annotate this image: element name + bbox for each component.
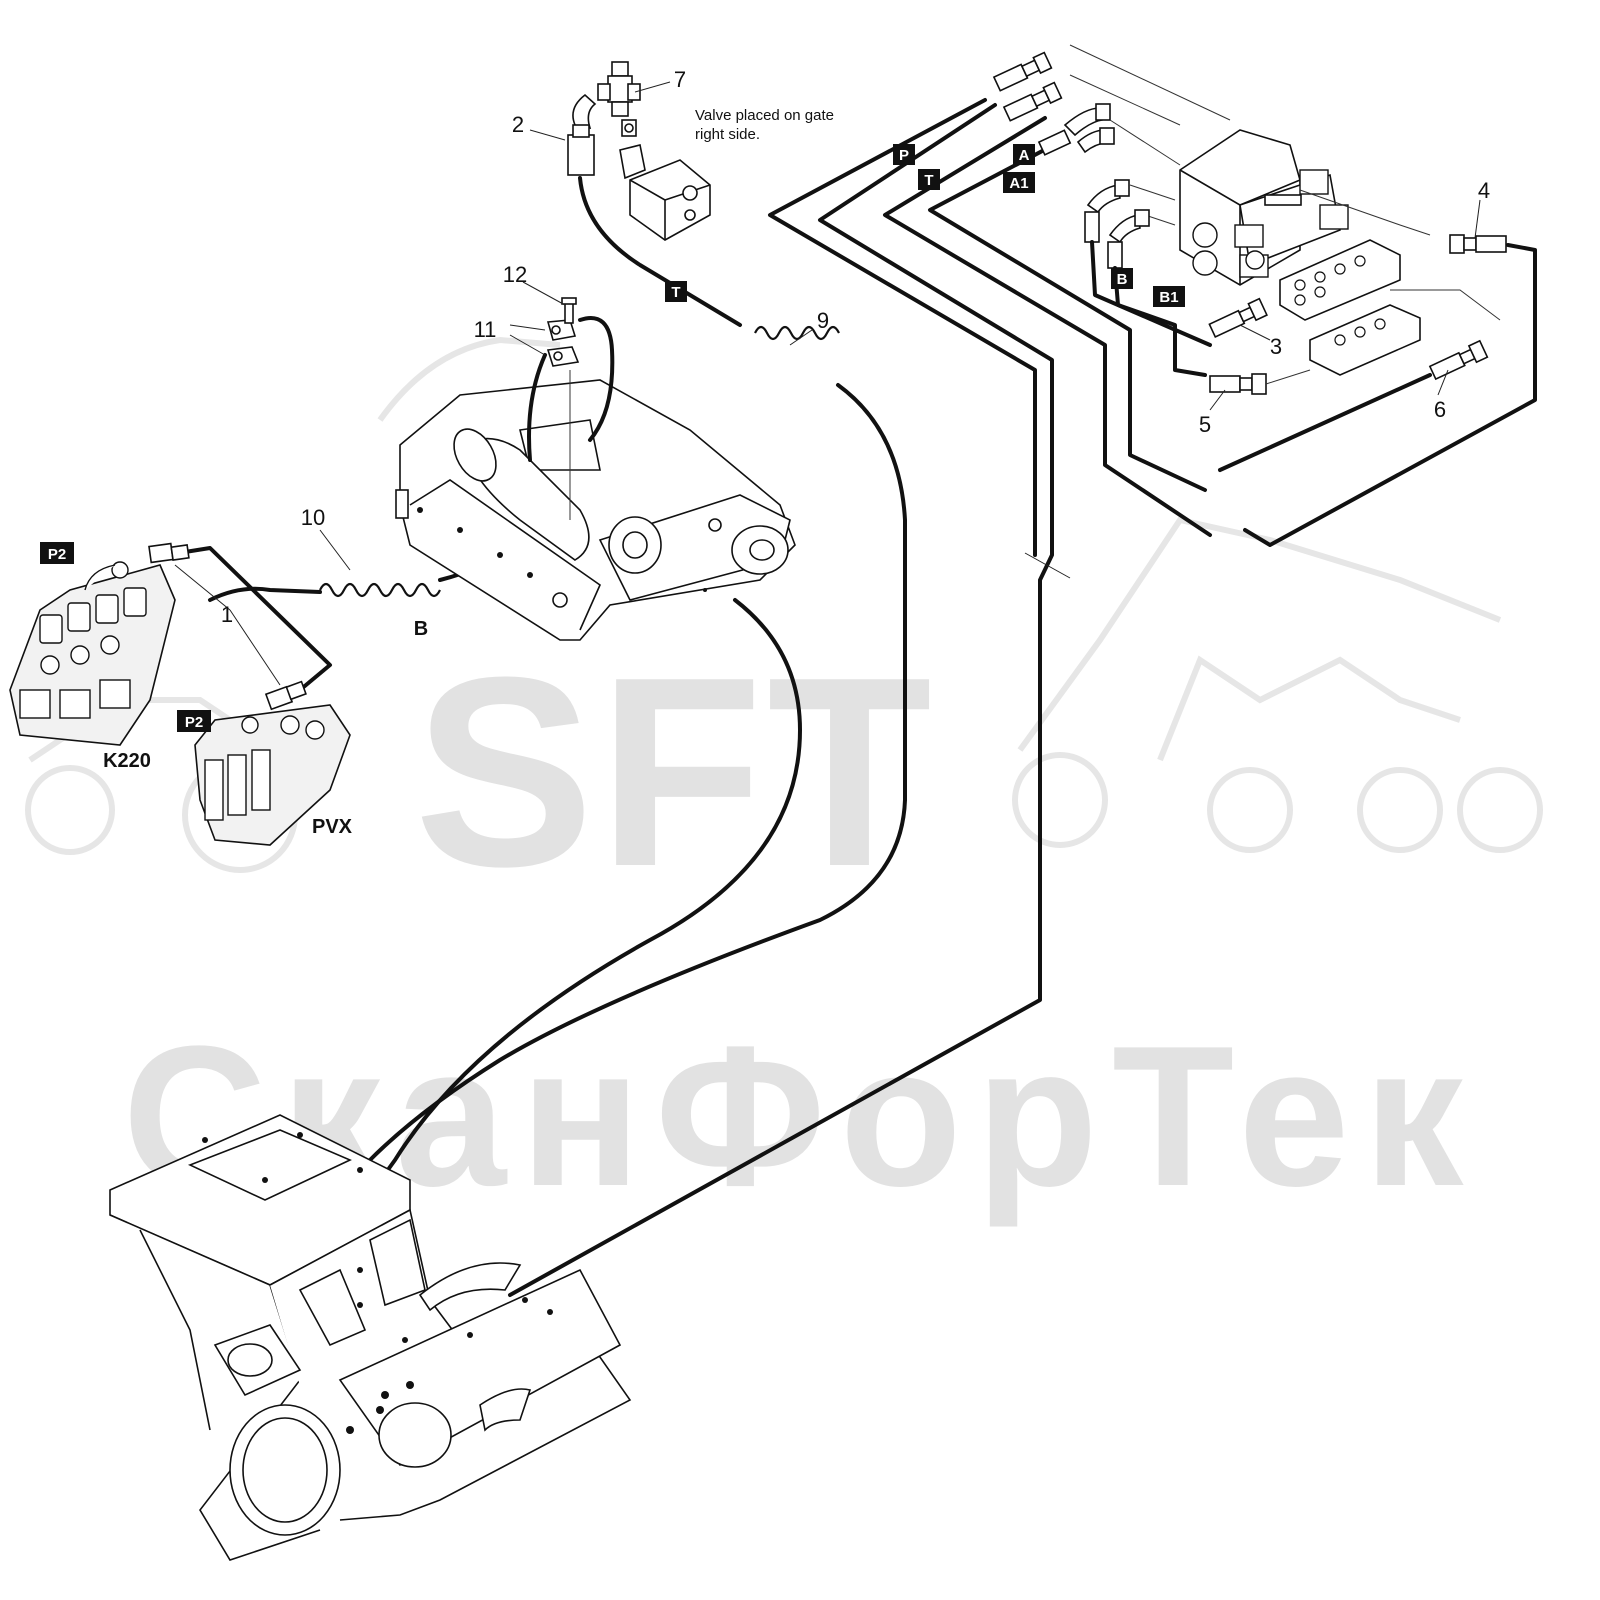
hose-4: [1243, 234, 1537, 547]
pivot-bracket: [395, 370, 796, 641]
k220-valve-block: [9, 561, 176, 746]
callout-9: 9: [817, 308, 829, 333]
bundle-fittings: [992, 51, 1115, 156]
pvx-valve-block: [194, 704, 351, 846]
hose-10-spiral-guard: [319, 582, 441, 598]
svg-text:B: B: [1117, 271, 1128, 288]
tag-t-hose: T: [665, 281, 687, 302]
note-line-1: Valve placed on gate: [695, 107, 834, 124]
port-tags: P2 P2 T P T A A1 B: [40, 144, 1185, 732]
tag-p2-k220: P2: [40, 542, 74, 564]
watermark: SFT СканФорТек: [25, 336, 1543, 1228]
hose-9: [368, 325, 907, 1162]
label-pvx: PVX: [312, 816, 353, 838]
tee-fitting-7: [597, 61, 641, 117]
hose-6: [1218, 339, 1489, 472]
callouts: 1 2 3 4 5 6 7 9 10 11 12: [221, 67, 1490, 627]
tag-p2-pvx: P2: [177, 710, 211, 732]
svg-text:P2: P2: [48, 546, 66, 563]
note-line-2: right side.: [695, 126, 760, 143]
hose-5: [1209, 369, 1311, 395]
hose-bundle-p-t-a-a1: [508, 98, 1212, 1297]
tag-b1: B1: [1153, 286, 1185, 307]
component-labels: B K220 PVX: [103, 618, 428, 838]
svg-text:T: T: [671, 284, 680, 301]
valve-placement-note: Valve placed on gate right side.: [695, 107, 834, 143]
callout-3: 3: [1270, 334, 1282, 359]
tag-b: B: [1111, 268, 1133, 289]
hose-1-upper-fitting: [148, 542, 190, 564]
hose-3: [1208, 297, 1268, 338]
lift-frame: [109, 1114, 632, 1561]
svg-text:P2: P2: [185, 714, 203, 731]
callout-11: 11: [474, 317, 497, 342]
callout-5: 5: [1199, 412, 1211, 437]
clamp-hose-loop: [527, 316, 615, 462]
callout-4: 4: [1478, 178, 1490, 203]
callout-1: 1: [221, 602, 233, 627]
hose-1-lower-fitting: [264, 680, 307, 711]
svg-text:P: P: [899, 147, 909, 164]
callout-6: 6: [1434, 397, 1446, 422]
callout-7: 7: [674, 67, 686, 92]
leader-lines: [174, 81, 1481, 686]
tag-a1: A1: [1003, 172, 1035, 193]
svg-text:B1: B1: [1159, 289, 1178, 306]
tag-t: T: [918, 169, 940, 190]
tag-p: P: [893, 144, 915, 165]
hose-9-spiral-guard: [754, 325, 840, 341]
svg-text:T: T: [924, 172, 933, 189]
tag-a: A: [1013, 144, 1035, 165]
gate-valve-assembly: [619, 119, 711, 241]
callout-2: 2: [512, 112, 524, 137]
valve-manifold: [1069, 44, 1501, 376]
clamp-bolt-12: [561, 297, 577, 324]
hose-1: [148, 542, 332, 711]
hose-b-b1: [1084, 179, 1212, 377]
callout-12: 12: [503, 262, 527, 287]
svg-text:A1: A1: [1009, 175, 1028, 192]
callout-10: 10: [301, 505, 325, 530]
watermark-logo: SFT: [414, 622, 936, 923]
hose-2: [567, 93, 742, 327]
label-b-port: B: [414, 618, 428, 640]
hose-clamp-11: [546, 319, 580, 367]
svg-text:A: A: [1019, 147, 1030, 164]
label-k220: K220: [103, 750, 151, 772]
